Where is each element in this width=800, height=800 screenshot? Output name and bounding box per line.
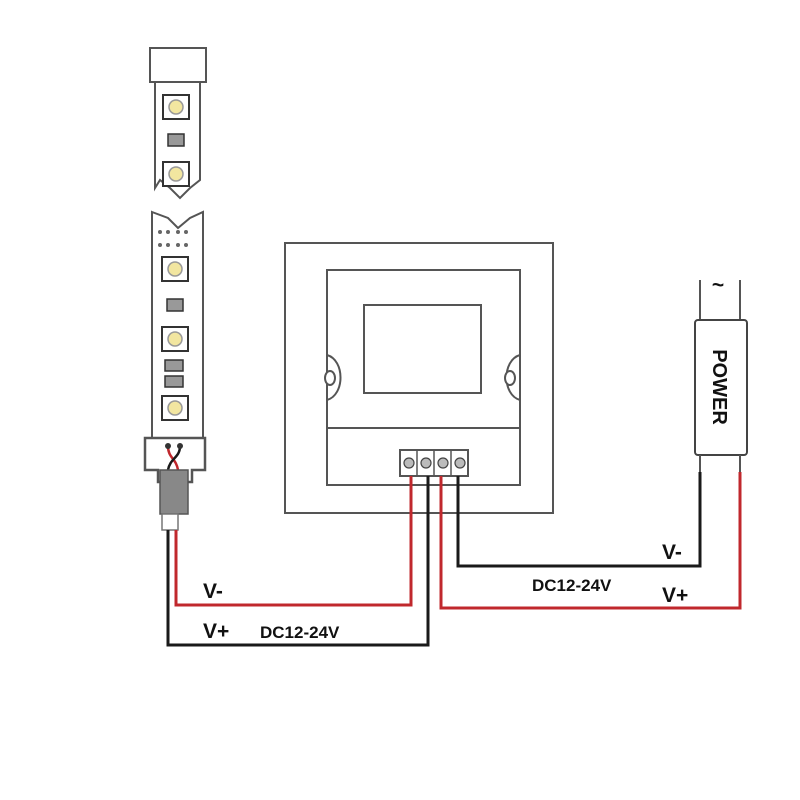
ac-symbol: ~ xyxy=(712,274,724,297)
screw-hole-right xyxy=(504,370,516,386)
dimmer-knob-window xyxy=(363,304,482,394)
led-light xyxy=(167,261,183,277)
wires xyxy=(166,472,742,647)
connector-pin xyxy=(177,443,183,449)
solder-pads xyxy=(158,230,188,247)
wire-supply-pos-red xyxy=(439,472,742,610)
led-light xyxy=(168,99,184,115)
resistor xyxy=(164,359,184,372)
resistor xyxy=(166,298,184,312)
supply-voltage-label: DC12-24V xyxy=(532,576,612,595)
strip-end-cap xyxy=(149,47,207,83)
connector-pin xyxy=(165,443,171,449)
led-strip-top-segment xyxy=(149,47,207,200)
power-supply: ~ POWER xyxy=(694,274,748,472)
strip-connector xyxy=(143,436,207,531)
power-label: POWER xyxy=(708,349,730,425)
wire-strip-pos-black xyxy=(166,476,430,647)
wire-supply-neg-black xyxy=(456,472,702,568)
led-strip-bottom-segment xyxy=(151,210,204,439)
terminal-screw xyxy=(437,457,449,469)
screw-hole-left xyxy=(324,370,336,386)
connector-sleeve xyxy=(159,469,189,515)
wire-strip-neg-red xyxy=(174,476,413,607)
strip-pos-label: V+ xyxy=(203,620,229,643)
connector-tail xyxy=(161,513,179,531)
resistor xyxy=(164,375,184,388)
terminal-screw xyxy=(420,457,432,469)
terminal-screw xyxy=(403,457,415,469)
led-light xyxy=(168,166,184,182)
strip-neg-label: V- xyxy=(203,580,223,603)
terminal-screw xyxy=(454,457,466,469)
supply-neg-label: V- xyxy=(662,541,682,564)
terminal-block xyxy=(399,449,469,477)
led-light xyxy=(167,331,183,347)
led-light xyxy=(167,400,183,416)
dimmer-screw-mount-left xyxy=(326,354,342,401)
supply-pos-label: V+ xyxy=(662,584,688,607)
power-supply-body xyxy=(694,319,748,456)
resistor xyxy=(167,133,185,147)
wall-dimmer xyxy=(284,242,554,514)
strip-voltage-label: DC12-24V xyxy=(260,623,340,642)
